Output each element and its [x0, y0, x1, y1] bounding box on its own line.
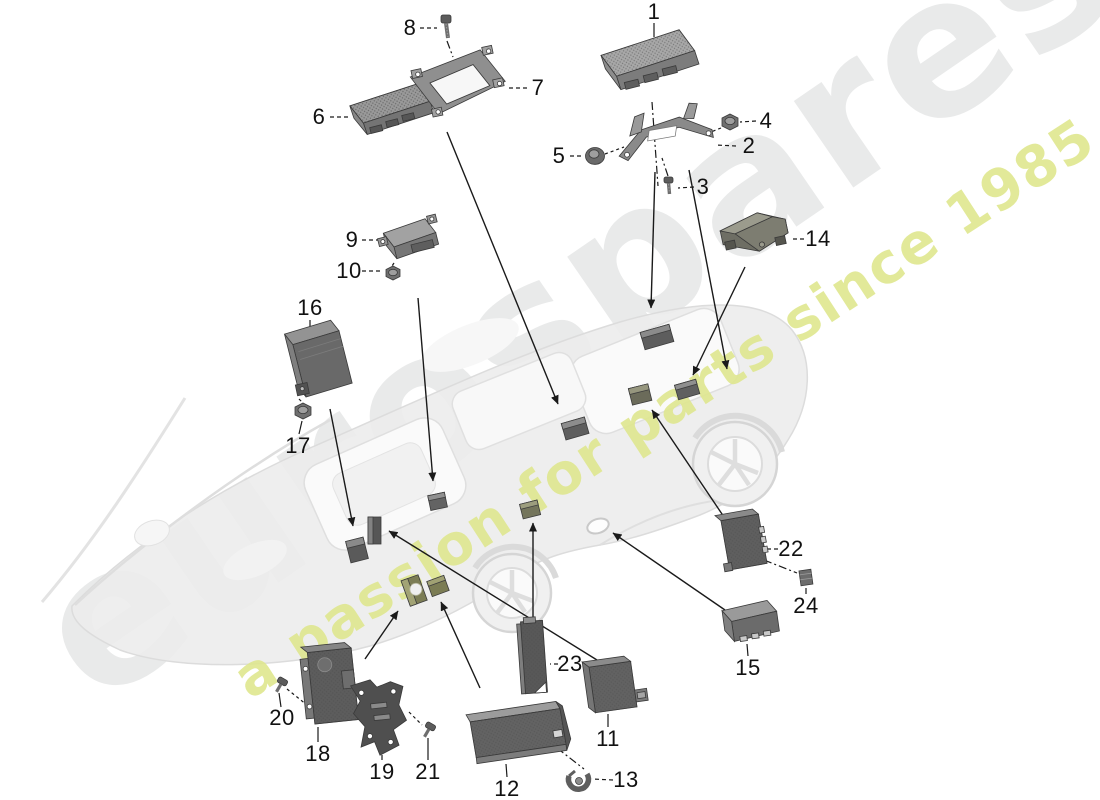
- callout-15: 15: [735, 655, 761, 680]
- callout-14: 14: [805, 226, 831, 251]
- part-24-clip: [798, 568, 814, 587]
- part-18-module: [299, 642, 360, 725]
- part-16-module: [283, 319, 353, 398]
- callout-18: 18: [305, 741, 331, 766]
- mounted-module-9: [400, 574, 428, 607]
- part-4-nut: [721, 113, 739, 131]
- mounted-module-3: [627, 383, 653, 406]
- part-6-control-unit: [349, 83, 435, 135]
- part-21-screw: [423, 721, 436, 738]
- part-drawings: [275, 14, 814, 792]
- part-14-module: [718, 212, 789, 252]
- part-11-module: [581, 655, 649, 714]
- mounted-module-5: [427, 491, 448, 511]
- mounted-module-2: [674, 378, 701, 401]
- part-5-grommet: [585, 147, 605, 165]
- callout-13: 13: [613, 767, 639, 792]
- callout-19: 19: [369, 759, 395, 784]
- callout-4: 4: [759, 108, 773, 133]
- part-20-screw: [275, 676, 288, 693]
- mounted-module-6: [345, 536, 369, 564]
- ghost-car: [40, 304, 808, 666]
- callout-21: 21: [415, 759, 441, 784]
- leader-arrows: [329, 131, 746, 689]
- callout-1: 1: [647, 0, 661, 24]
- part-10-nut: [385, 265, 401, 281]
- mounted-modules: [345, 323, 701, 607]
- callout-10: 10: [336, 258, 362, 283]
- part-3-screw: [663, 176, 674, 195]
- mounted-module-10: [426, 574, 450, 598]
- callout-8: 8: [403, 15, 417, 40]
- part-8-screw: [440, 14, 452, 39]
- callout-16: 16: [297, 295, 323, 320]
- part-17-nut: [294, 402, 312, 420]
- callout-24: 24: [793, 593, 819, 618]
- callout-7: 7: [531, 75, 545, 100]
- mounted-module-4: [560, 416, 590, 441]
- part-15-module: [721, 599, 780, 643]
- callout-17: 17: [285, 433, 311, 458]
- callout-5: 5: [552, 143, 566, 168]
- callout-11: 11: [596, 726, 620, 751]
- rear-wheel: [691, 412, 785, 508]
- callout-20: 20: [269, 705, 295, 730]
- part-13-clamp: [565, 769, 592, 792]
- part-23-amplifier: [516, 616, 548, 695]
- part-7-bracket: [409, 44, 506, 118]
- callout-23: 23: [557, 651, 583, 676]
- part-22-module: [714, 508, 769, 573]
- mounted-module-8: [519, 499, 542, 520]
- part-2-bracket: [618, 102, 714, 162]
- callout-6: 6: [312, 104, 326, 129]
- mounted-module-1: [639, 323, 675, 351]
- part-1-control-unit: [600, 29, 700, 91]
- label-leaders: [278, 23, 807, 781]
- callout-9: 9: [345, 227, 359, 252]
- part-9-module: [377, 213, 440, 260]
- mounted-module-7: [367, 516, 382, 545]
- callout-2: 2: [742, 133, 756, 158]
- part-19-bracket: [349, 679, 407, 756]
- part-12-amplifier: [465, 701, 572, 765]
- callout-3: 3: [696, 174, 710, 199]
- callout-22: 22: [778, 536, 804, 561]
- callout-12: 12: [494, 776, 520, 800]
